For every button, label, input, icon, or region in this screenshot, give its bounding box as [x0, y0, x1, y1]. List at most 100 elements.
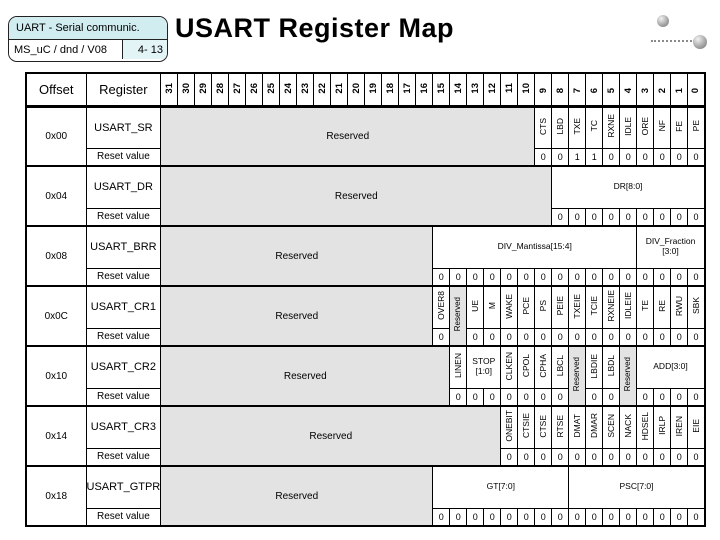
reset-value: 0	[636, 387, 655, 407]
vertical-label: 25	[265, 82, 277, 94]
reset-value: 0	[687, 147, 706, 167]
bit-field-name: CTS	[534, 105, 553, 149]
reset-value: 0	[551, 147, 570, 167]
vertical-label: ORE	[640, 116, 651, 136]
bit-number-header: 18	[381, 72, 400, 108]
bit-number-header: 20	[347, 72, 366, 108]
reset-value: 0	[636, 207, 655, 227]
vertical-label: 3	[639, 87, 651, 94]
bit-field-name: IDLE	[619, 105, 638, 149]
bit-field-name: IREN	[670, 405, 689, 449]
vertical-label: 27	[231, 82, 243, 94]
reset-value: 0	[449, 507, 468, 527]
bit-field-name: CTSE	[534, 405, 553, 449]
bit-field-name: PE	[687, 105, 706, 149]
reset-value: 0	[483, 327, 502, 347]
bit-number-header: 24	[279, 72, 298, 108]
reserved-field: Reserved	[160, 225, 434, 287]
vertical-label: RTSE	[555, 414, 566, 438]
vertical-label: TC	[589, 120, 600, 132]
vertical-label: 5	[605, 87, 617, 94]
page-number: 4- 13	[123, 40, 167, 59]
reset-value: 0	[449, 267, 468, 287]
reset-value-label: Reset value	[85, 507, 162, 527]
vertical-label: 29	[197, 82, 209, 94]
bit-field-name: NF	[653, 105, 672, 149]
reset-value: 0	[619, 267, 638, 287]
sphere-bullet-icon	[657, 15, 669, 27]
reset-value: 0	[619, 327, 638, 347]
reset-value-label: Reset value	[85, 267, 162, 287]
vertical-label: WAKE	[504, 293, 515, 319]
reset-value: 0	[466, 327, 485, 347]
reset-value: 0	[670, 507, 689, 527]
reset-value: 0	[653, 147, 672, 167]
reserved-field: Reserved	[160, 405, 502, 467]
reset-value: 0	[585, 207, 604, 227]
bit-number-header: 11	[500, 72, 519, 108]
reset-value: 0	[602, 387, 621, 407]
bit-field-name: GT[7:0]	[432, 465, 570, 509]
vertical-label: IRLP	[657, 416, 668, 436]
register-name: USART_CR1	[85, 285, 162, 329]
reserved-field: Reserved	[160, 285, 434, 347]
vertical-label: 13	[469, 82, 481, 94]
reset-value: 0	[636, 507, 655, 527]
bit-field-name: TC	[585, 105, 604, 149]
vertical-label: 30	[180, 82, 192, 94]
reset-value: 0	[534, 507, 553, 527]
bit-field-name: TE	[636, 285, 655, 329]
vertical-label: 26	[248, 82, 260, 94]
reset-value: 0	[517, 387, 536, 407]
offset-cell: 0x08	[25, 225, 87, 287]
vertical-label: EIE	[690, 419, 701, 433]
vertical-label: IREN	[674, 415, 685, 437]
vertical-label: 18	[384, 82, 396, 94]
vertical-label: SCEN	[606, 414, 617, 438]
reset-value: 0	[551, 507, 570, 527]
bit-number-header: 27	[228, 72, 247, 108]
bit-field-name: CTSIE	[517, 405, 536, 449]
bit-field-name: IRLP	[653, 405, 672, 449]
reset-value: 0	[483, 507, 502, 527]
bit-field-name: PEIE	[551, 285, 570, 329]
reset-value: 0	[636, 447, 655, 467]
reset-value: 0	[670, 447, 689, 467]
reset-value: 0	[636, 267, 655, 287]
reserved-field: Reserved	[619, 345, 638, 407]
page-title: USART Register Map	[175, 13, 455, 43]
vertical-label: ONEBIT	[504, 410, 515, 442]
bit-field-name: RE	[653, 285, 672, 329]
reset-value: 0	[551, 387, 570, 407]
reset-value: 0	[568, 507, 587, 527]
bit-number-header: 10	[517, 72, 536, 108]
reset-value: 0	[551, 207, 570, 227]
reset-value: 0	[466, 267, 485, 287]
bit-field-name: PCE	[517, 285, 536, 329]
bit-number-header: 29	[194, 72, 213, 108]
reset-value: 0	[653, 507, 672, 527]
vertical-label: PEIE	[555, 296, 566, 316]
reset-value: 0	[636, 147, 655, 167]
bit-field-name: ORE	[636, 105, 655, 149]
bit-number-header: 8	[551, 72, 570, 108]
reset-value: 0	[653, 327, 672, 347]
vertical-label: 23	[299, 82, 311, 94]
bit-field-name: WAKE	[500, 285, 519, 329]
vertical-label: NACK	[623, 414, 634, 438]
reset-value: 0	[653, 387, 672, 407]
reset-value: 0	[517, 267, 536, 287]
bit-field-name: CPOL	[517, 345, 536, 389]
reset-value: 0	[670, 147, 689, 167]
vertical-label: TXEIE	[572, 293, 583, 319]
bit-field-name: DMAR	[585, 405, 604, 449]
bit-number-header: 4	[619, 72, 638, 108]
bit-number-header: 26	[245, 72, 264, 108]
vertical-label: 24	[282, 82, 294, 94]
reset-value: 0	[585, 327, 604, 347]
bit-number-header: 15	[432, 72, 451, 108]
reset-value: 0	[500, 447, 519, 467]
bit-number-header: 17	[398, 72, 417, 108]
reset-value: 0	[517, 327, 536, 347]
vertical-label: 2	[656, 87, 668, 94]
